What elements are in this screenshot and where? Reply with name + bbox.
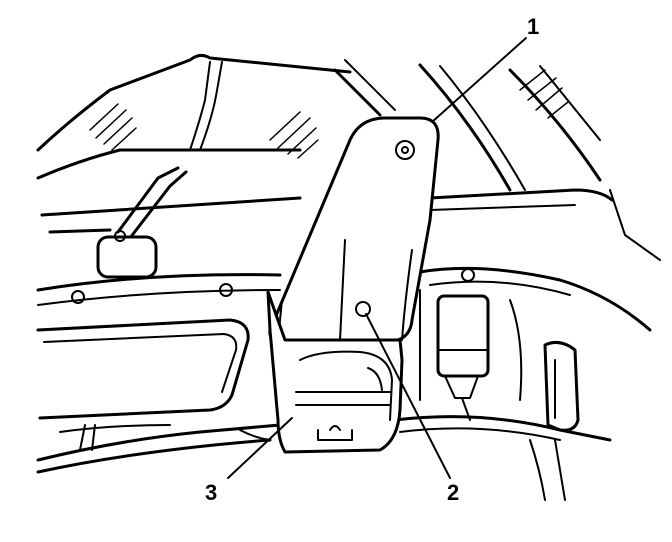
callout-2: 2	[447, 480, 459, 505]
callout-3: 3	[205, 480, 217, 505]
lower-trim-panel	[266, 290, 404, 454]
headliner-trim	[36, 266, 652, 332]
seat-belt-retractor	[419, 289, 523, 421]
callout-1: 1	[527, 14, 539, 39]
leader-lines	[227, 37, 527, 479]
roof-window-frame	[36, 53, 661, 261]
quarter-trim-right	[529, 340, 580, 501]
side-window-opening	[36, 318, 250, 420]
glass-hatching	[89, 69, 569, 159]
bracket-panel	[268, 116, 440, 344]
rearview-mirror	[96, 166, 188, 279]
